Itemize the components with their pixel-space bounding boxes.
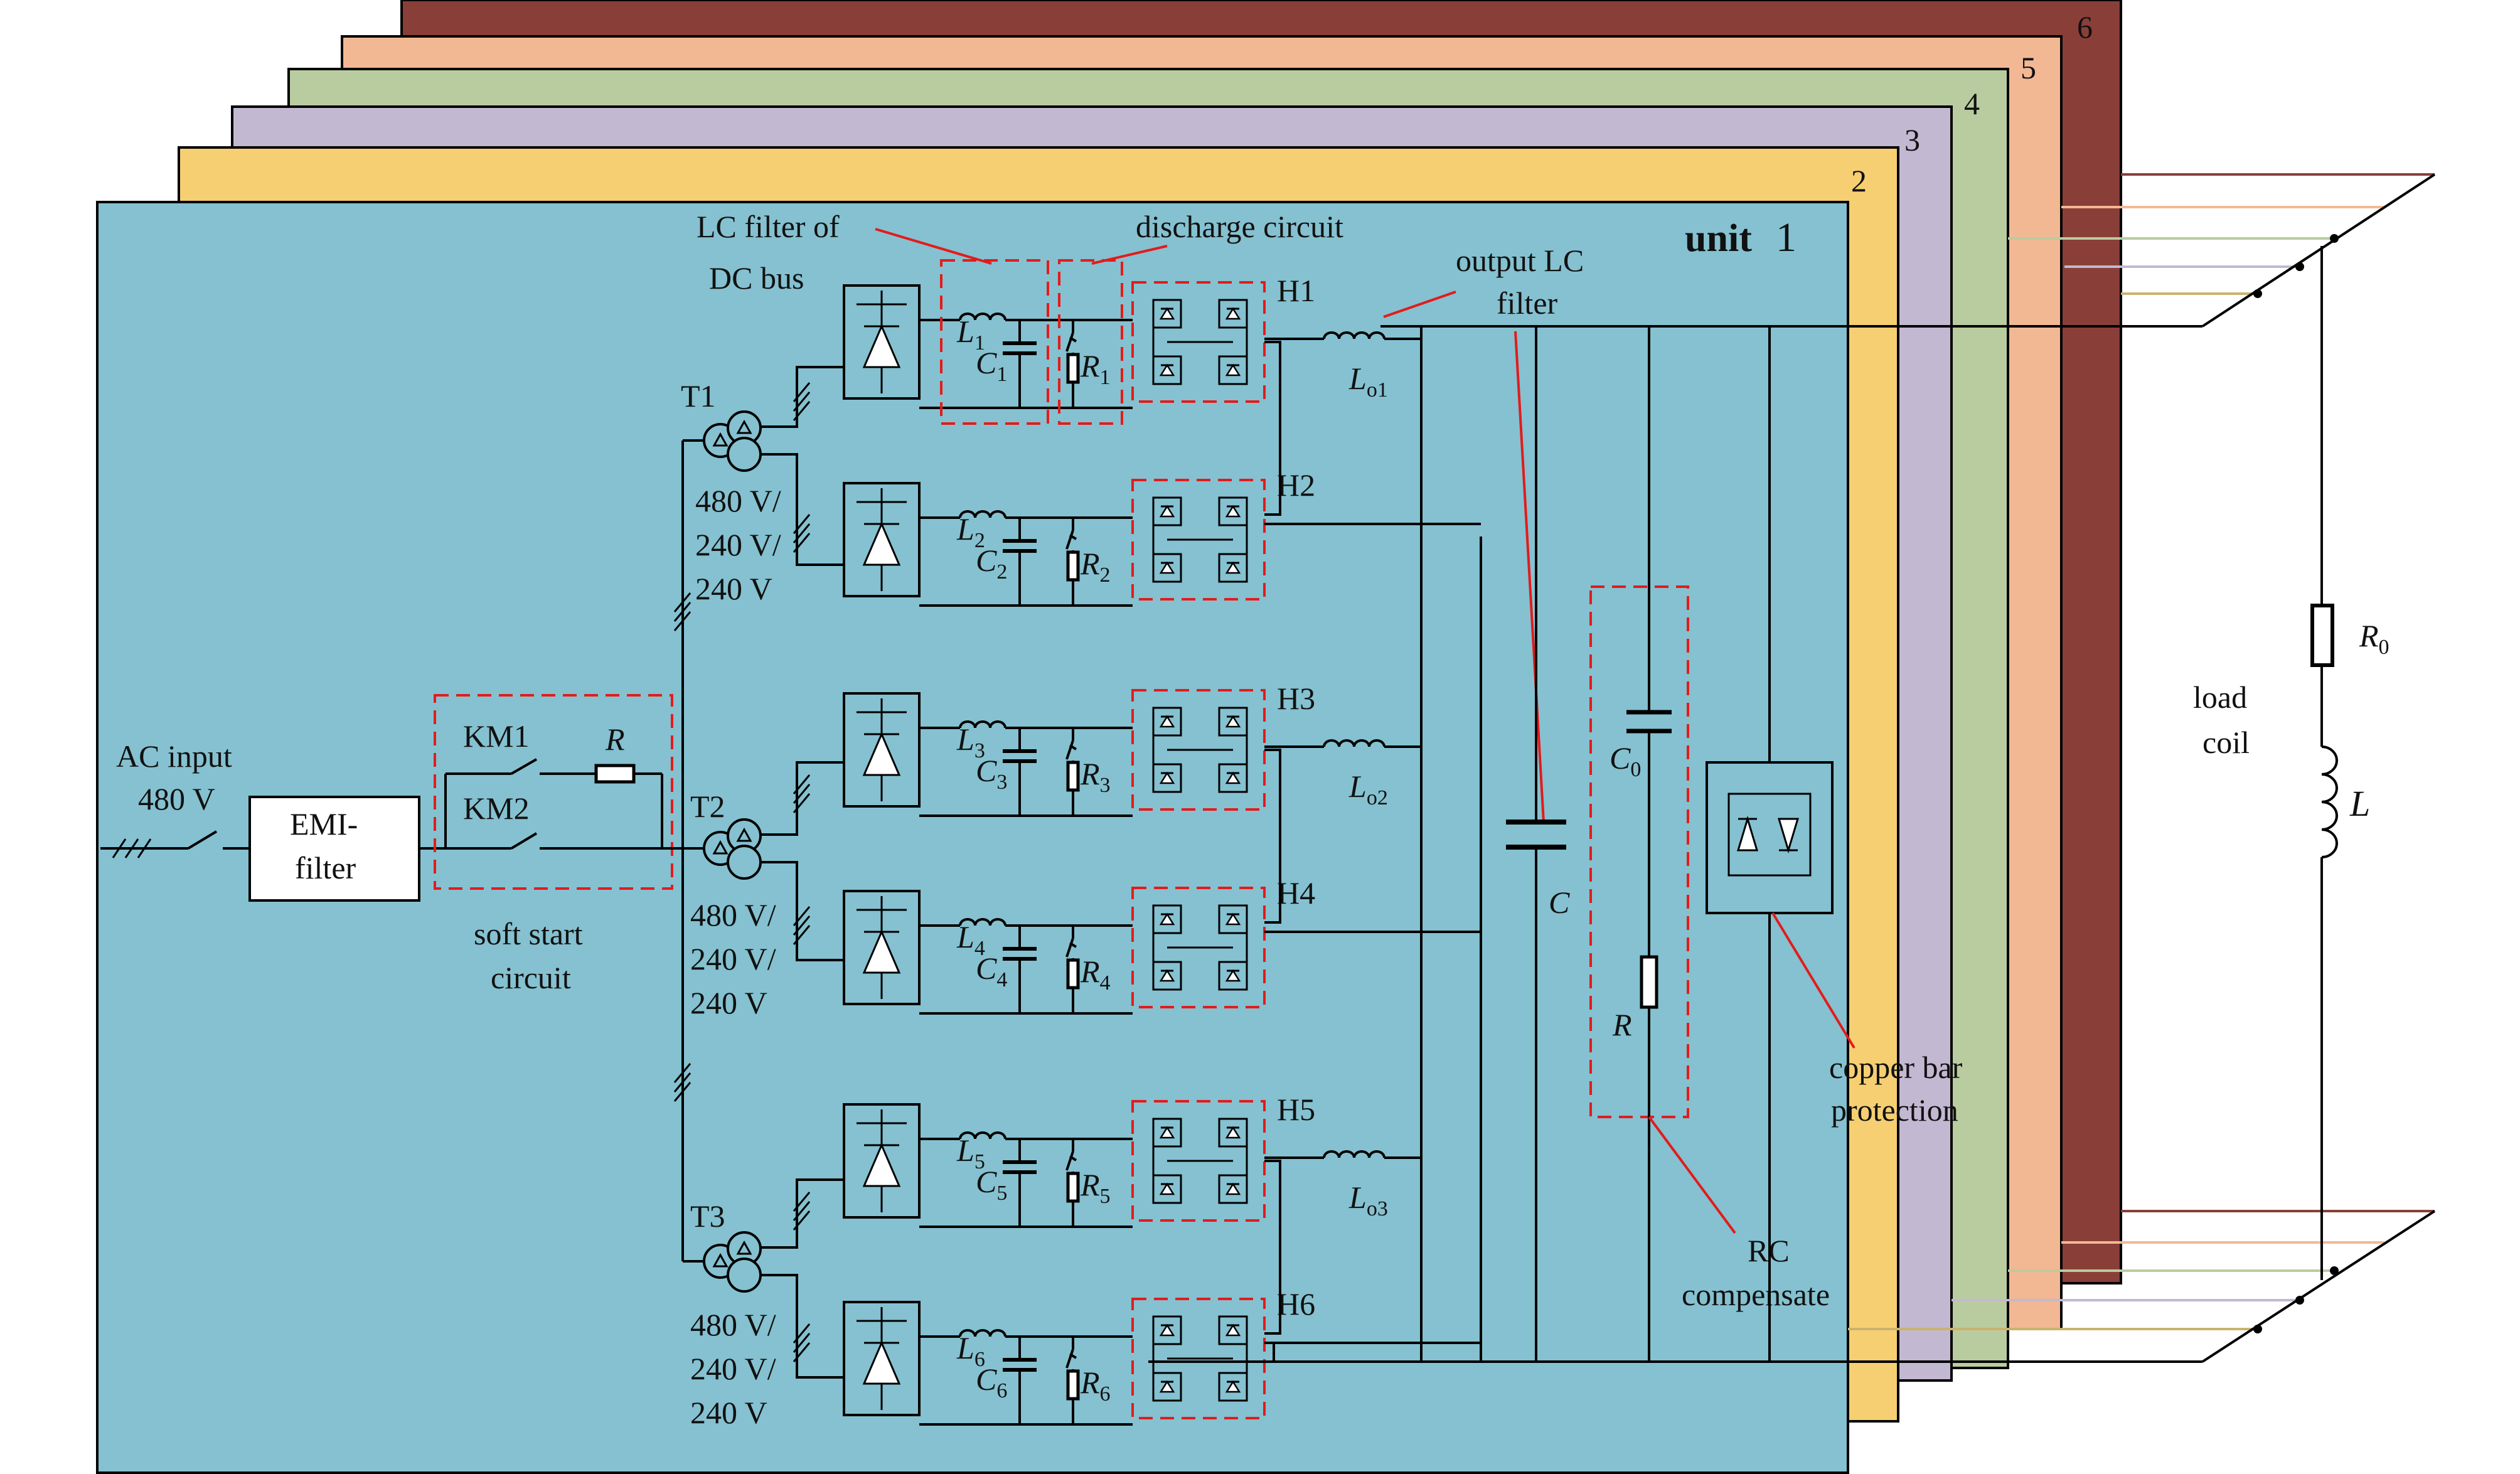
dc-capacitor-label-3: C3 xyxy=(976,753,1007,794)
lc-dc-bus-label-2: DC bus xyxy=(709,260,804,296)
rc-compensate-label-2: compensate xyxy=(1682,1277,1830,1312)
dc-capacitor-label-2: C2 xyxy=(976,543,1007,584)
dc-inductor-label-1: L1 xyxy=(956,314,985,355)
discharge-resistor-label-3: R3 xyxy=(1080,756,1111,797)
h-bridge-label-6: H6 xyxy=(1277,1286,1315,1322)
rectifier-3 xyxy=(843,692,921,808)
emi-filter-label-1: EMI- xyxy=(290,806,358,841)
discharge-resistor-label-5: R5 xyxy=(1080,1167,1111,1208)
load-coil xyxy=(2310,246,2338,1280)
panel-number-6: 6 xyxy=(2077,9,2093,45)
soft-start-caption-1: soft start xyxy=(474,916,583,951)
transformer-T2-rating-3: 240 V xyxy=(690,985,767,1020)
discharge-circuit-label: discharge circuit xyxy=(1136,209,1343,244)
dc-inductor-label-6: L6 xyxy=(956,1330,985,1371)
rectifier-4 xyxy=(843,890,921,1005)
transformer-T2-rating-2: 240 V/ xyxy=(690,941,776,976)
rectifier-5 xyxy=(843,1103,921,1219)
dc-capacitor-label-6: C6 xyxy=(976,1362,1007,1402)
rc-resistor-label: R xyxy=(1612,1007,1632,1042)
dc-capacitor-label-1: C1 xyxy=(976,345,1007,386)
output-inductor-label-1: Lo1 xyxy=(1348,361,1388,402)
transformer-T3-rating-2: 240 V/ xyxy=(690,1351,776,1386)
load-r0-label: R0 xyxy=(2359,618,2389,659)
transformer-T1-rating-3: 240 V xyxy=(695,571,772,606)
panel-number-2: 2 xyxy=(1851,163,1867,198)
output-inductor-label-2: Lo2 xyxy=(1348,769,1388,809)
copper-bar-label-2: protection xyxy=(1831,1092,1958,1128)
output-branch-3: Lo3 xyxy=(1264,1150,1481,1344)
output-capacitor-label: C xyxy=(1549,885,1570,920)
dc-inductor-label-3: L3 xyxy=(956,722,985,762)
rectifier-2 xyxy=(843,482,921,597)
rectifier-1 xyxy=(843,284,921,400)
rc-compensate-box xyxy=(1589,585,1689,1118)
transformer-T3-rating-1: 480 V/ xyxy=(690,1307,776,1342)
c0-label: C0 xyxy=(1610,740,1641,781)
lc-dc-bus-label-1: LC filter of xyxy=(697,209,840,244)
h-bridge-label-4: H4 xyxy=(1277,875,1315,911)
transformer-T1-rating-1: 480 V/ xyxy=(695,483,781,518)
copper-bar-protection-box xyxy=(1706,761,1834,914)
h-bridge-label-5: H5 xyxy=(1277,1092,1315,1127)
h-bridge-label-1: H1 xyxy=(1277,273,1315,308)
dc-inductor-label-4: L4 xyxy=(956,919,985,960)
dc-lc-filter-box xyxy=(940,259,1049,425)
discharge-resistor-label-2: R2 xyxy=(1080,546,1111,587)
emi-filter-label-2: filter xyxy=(295,850,356,885)
unit-word: unit xyxy=(1685,217,1752,260)
panel-number-4: 4 xyxy=(1964,86,1980,121)
discharge-resistor-label-4: R4 xyxy=(1080,954,1111,995)
km1-label: KM1 xyxy=(463,718,530,754)
ac-input-voltage: 480 V xyxy=(138,781,215,816)
ac-input-label: AC input xyxy=(116,739,232,774)
transformer-T3-label: T3 xyxy=(690,1199,725,1234)
transformer-T3-rating-3: 240 V xyxy=(690,1395,767,1430)
soft-start-resistor-label: R xyxy=(605,722,625,757)
rectifier-6 xyxy=(843,1301,921,1416)
transformer-T2-label: T2 xyxy=(690,789,725,824)
bottom-output-bus xyxy=(1770,1210,2436,1363)
panel-number-1: 1 xyxy=(1776,215,1797,260)
top-output-bus xyxy=(1380,173,2436,328)
output-inductor-label-3: Lo3 xyxy=(1348,1180,1388,1220)
panel-number-3: 3 xyxy=(1904,122,1920,158)
transformer-T2-rating-1: 480 V/ xyxy=(690,897,776,932)
discharge-circuit-box xyxy=(1058,259,1123,425)
load-inductance-label: L xyxy=(2349,783,2370,824)
km2-label: KM2 xyxy=(463,791,530,826)
output-lc-label-1: output LC xyxy=(1456,243,1584,278)
dc-inductor-label-2: L2 xyxy=(956,511,985,552)
output-branch-1: Lo1 xyxy=(1264,331,1481,525)
discharge-resistor-label-1: R1 xyxy=(1080,348,1111,389)
panel-number-5: 5 xyxy=(2021,50,2036,85)
discharge-resistor-label-6: R6 xyxy=(1080,1365,1111,1406)
dc-inductor-label-5: L5 xyxy=(956,1133,985,1173)
output-lc-label-2: filter xyxy=(1497,286,1558,321)
output-branch-2: Lo2 xyxy=(1264,739,1481,933)
copper-bar-label-1: copper bar xyxy=(1829,1050,1963,1085)
emi-filter-box xyxy=(248,796,420,902)
dc-capacitor-label-5: C5 xyxy=(976,1164,1007,1205)
load-coil-label-1: load xyxy=(2193,680,2247,715)
h-bridge-label-3: H3 xyxy=(1277,681,1315,716)
dc-capacitor-label-4: C4 xyxy=(976,951,1007,991)
soft-start-box xyxy=(434,694,673,890)
load-coil-label-2: coil xyxy=(2202,725,2250,760)
soft-start-caption-2: circuit xyxy=(491,960,571,995)
h-bridge-label-2: H2 xyxy=(1277,467,1315,503)
transformer-T1-label: T1 xyxy=(681,378,716,414)
transformer-T1-rating-2: 240 V/ xyxy=(695,527,781,562)
